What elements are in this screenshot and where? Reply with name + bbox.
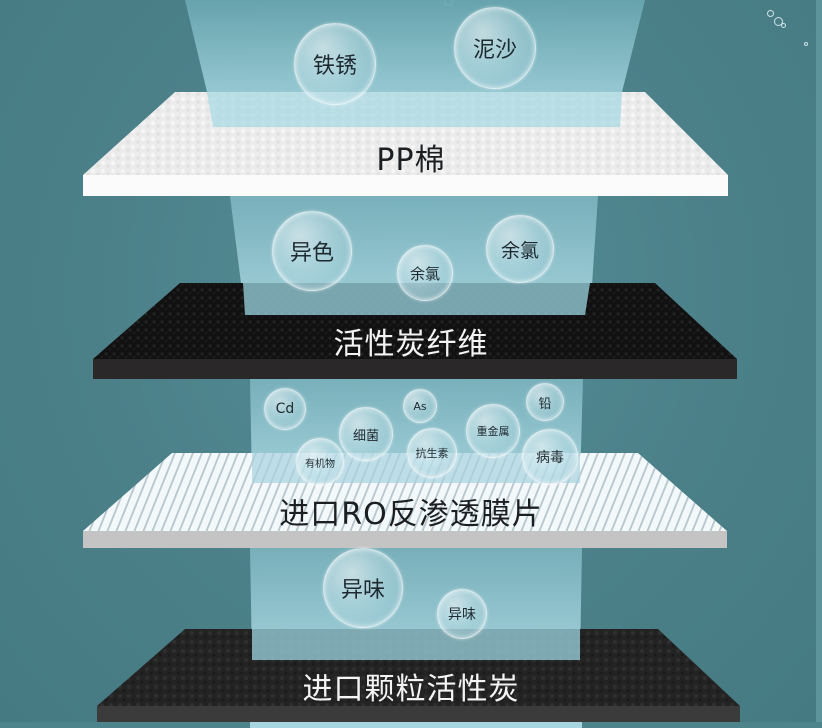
contaminant-bubble-virus: 病毒 — [522, 429, 578, 485]
tiny-bubble — [781, 23, 786, 28]
layer-label-ro-membrane: 进口RO反渗透膜片 — [279, 497, 543, 532]
bubble-text: As — [413, 399, 427, 413]
contaminant-bubble-organics: 有机物 — [296, 438, 344, 486]
bubble-text: 泥沙 — [472, 38, 517, 63]
contaminant-bubble-discoloration: 异色 — [272, 211, 352, 291]
contaminant-bubble-rust: 铁锈 — [294, 23, 376, 105]
contaminant-bubble-heavy-metals: 重金属 — [466, 404, 520, 458]
contaminant-bubble-residual-chlorine-small: 余氯 — [397, 245, 453, 301]
layer-label-granular-carbon: 进口颗粒活性炭 — [302, 672, 520, 707]
bubble-text: 铅 — [538, 396, 552, 412]
bubble-text: 重金属 — [476, 425, 510, 438]
bubble-text: 异味 — [340, 578, 385, 603]
tiny-bubble — [774, 17, 783, 26]
layer-label-pp: PP棉 — [376, 143, 446, 178]
contaminant-bubble-bacteria: 细菌 — [339, 407, 393, 461]
bubble-text: 余氯 — [500, 239, 539, 262]
contaminant-bubble-sediment: 泥沙 — [454, 7, 536, 89]
tiny-bubble — [767, 10, 774, 17]
bubble-text: 异味 — [448, 607, 476, 623]
bubble-text: 抗生素 — [415, 447, 449, 460]
contaminant-bubble-antibiotics: 抗生素 — [407, 428, 457, 478]
contaminant-bubble-odor: 异味 — [323, 548, 403, 628]
contaminant-bubble-cadmium: Cd — [264, 388, 306, 430]
tiny-bubble — [804, 42, 808, 46]
bubble-text: 细菌 — [352, 428, 379, 444]
contaminant-bubble-odor-small: 异味 — [437, 589, 487, 639]
bubble-text: 余氯 — [409, 264, 440, 283]
bubble-text: 病毒 — [536, 450, 564, 466]
bubble-text: 有机物 — [305, 458, 335, 470]
bubble-text: 铁锈 — [312, 54, 357, 79]
bubble-text: Cd — [275, 401, 295, 417]
layer-label-carbon-fiber: 活性炭纤维 — [333, 327, 489, 362]
contaminant-bubble-residual-chlorine: 余氯 — [486, 215, 554, 283]
right-edge-strip — [816, 0, 822, 728]
contaminant-bubble-lead: 铅 — [526, 383, 564, 421]
bubble-text: 异色 — [289, 241, 334, 266]
contaminant-bubble-arsenic: As — [403, 389, 437, 423]
